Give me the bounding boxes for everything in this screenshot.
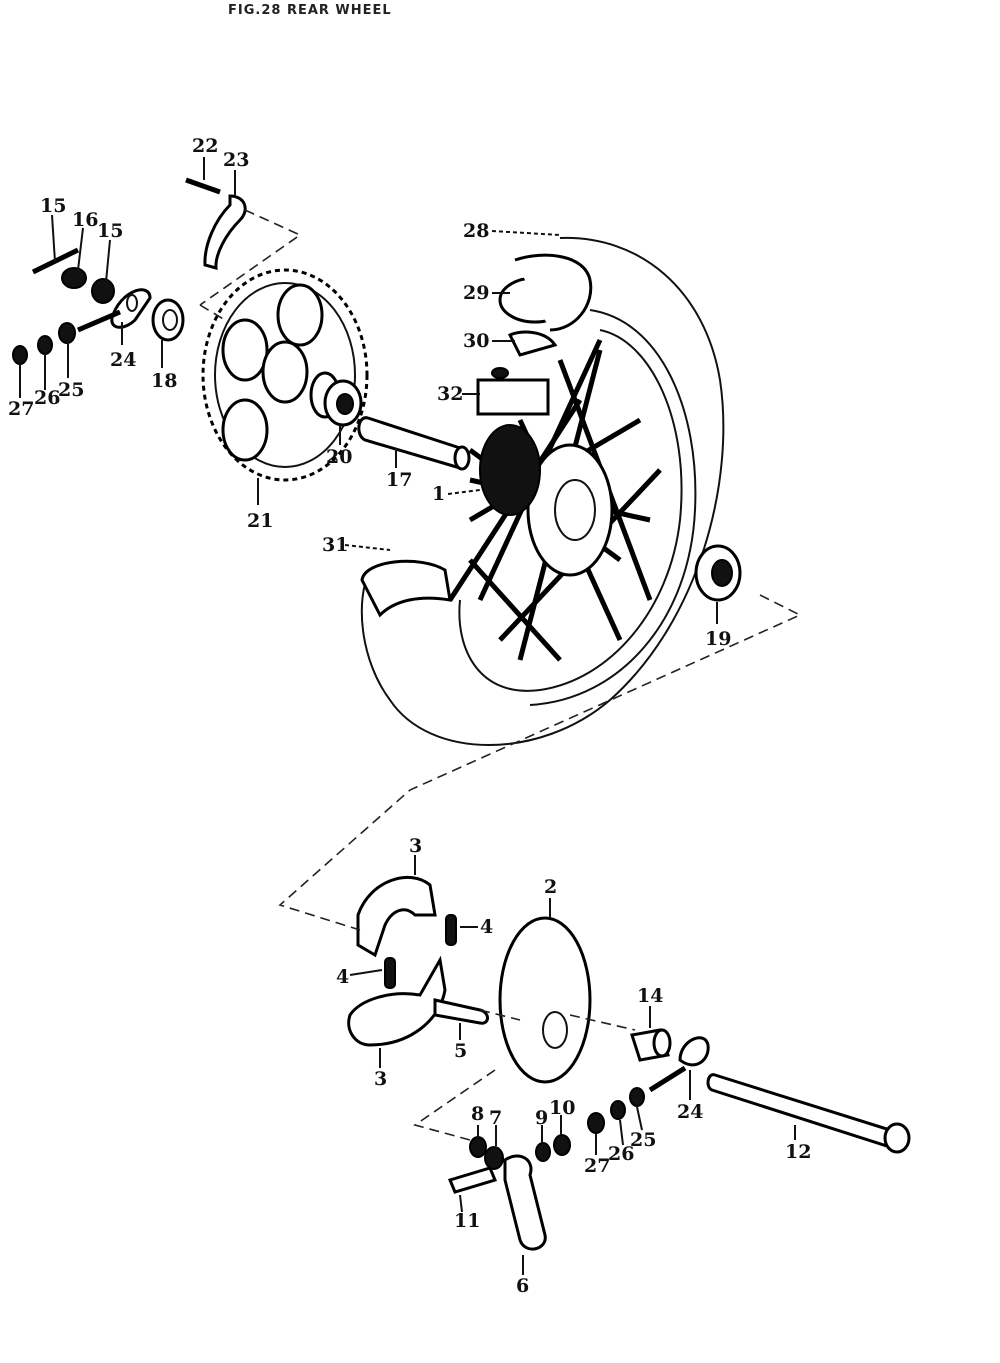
bearing-19 (694, 544, 742, 602)
axle-12 (706, 1073, 911, 1154)
spacer-17 (357, 416, 471, 471)
cam-lever-6 (503, 1154, 547, 1251)
callout-3-bottom: 3 (374, 1068, 387, 1090)
washer-7 (484, 1146, 504, 1170)
washer-8 (469, 1136, 487, 1158)
callout-27-top: 27 (8, 398, 34, 420)
callout-5: 5 (454, 1040, 467, 1062)
callout-31: 31 (322, 534, 348, 556)
bracket-23 (203, 194, 247, 271)
callout-32: 32 (437, 383, 463, 405)
callout-4-right: 4 (480, 916, 493, 938)
brake-shoe-3-top (356, 875, 437, 958)
figure-title: FIG.28 REAR WHEEL (228, 3, 392, 18)
callout-24-top: 24 (110, 349, 136, 371)
callout-7: 7 (489, 1107, 502, 1129)
rear-wheel-drawing (360, 236, 725, 746)
washer-9 (535, 1142, 551, 1162)
callout-14: 16 (72, 209, 98, 231)
callout-27-bottom: 27 (584, 1155, 610, 1177)
callout-20: 20 (326, 446, 352, 468)
callout-26-top: 26 (34, 387, 60, 409)
oil-seal-18 (151, 298, 185, 342)
leader-lines (19, 157, 796, 1275)
brake-shoe-3-bottom (347, 955, 447, 1047)
callout-1: 1 (432, 483, 445, 505)
callout-15: 15 (40, 195, 66, 217)
callout-17: 17 (386, 469, 412, 491)
callout-21: 21 (247, 510, 273, 532)
callout-4-left: 4 (336, 966, 349, 988)
callout-16: 14 (637, 985, 663, 1007)
washer-13 (91, 278, 115, 304)
bolt-11 (447, 1166, 498, 1194)
spacer-16 (630, 1028, 672, 1062)
spring-4-right (445, 914, 457, 946)
rear-sprocket (201, 268, 369, 482)
brake-panel-2 (498, 916, 592, 1084)
cam-5 (433, 998, 489, 1025)
nut-27-top (12, 345, 28, 365)
bolt-22 (185, 177, 221, 195)
washer-25-top (58, 322, 76, 344)
callout-26-bottom: 26 (608, 1143, 634, 1165)
callout-29: 29 (463, 282, 489, 304)
callout-13: 15 (97, 220, 123, 242)
callout-30: 30 (463, 330, 489, 352)
stopper-bracket-24-top (77, 288, 152, 333)
callout-25-bottom: 25 (630, 1129, 656, 1151)
callout-18: 18 (151, 370, 177, 392)
callout-8: 8 (471, 1103, 484, 1125)
callout-25-top: 25 (58, 379, 84, 401)
callout-22: 22 (192, 135, 218, 157)
stopper-bracket-24-bottom (648, 1036, 710, 1093)
nut-14 (61, 267, 87, 289)
nut-27-bottom (587, 1112, 605, 1134)
callout-9: 9 (535, 1107, 548, 1129)
callout-2: 2 (544, 876, 557, 898)
callout-labels: 28 29 30 32 1 31 19 21 20 17 18 24 22 23… (8, 135, 811, 1297)
bearing-20 (323, 379, 363, 427)
callout-12: 12 (785, 1141, 811, 1163)
nut-10 (553, 1134, 571, 1156)
callout-19: 19 (705, 628, 731, 650)
callout-23: 23 (223, 149, 249, 171)
callout-11: 11 (454, 1210, 480, 1232)
callout-10: 10 (549, 1097, 575, 1119)
washer-25-bottom (629, 1087, 645, 1107)
callout-6: 6 (516, 1275, 529, 1297)
callout-24-bottom: 24 (677, 1101, 703, 1123)
spring-4-left (384, 957, 396, 989)
washer-26-bottom (610, 1100, 626, 1120)
washer-26-top (37, 335, 53, 355)
callout-28: 28 (463, 220, 489, 242)
assembly-guide-lines (199, 209, 802, 1141)
callout-3-top: 3 (409, 835, 422, 857)
